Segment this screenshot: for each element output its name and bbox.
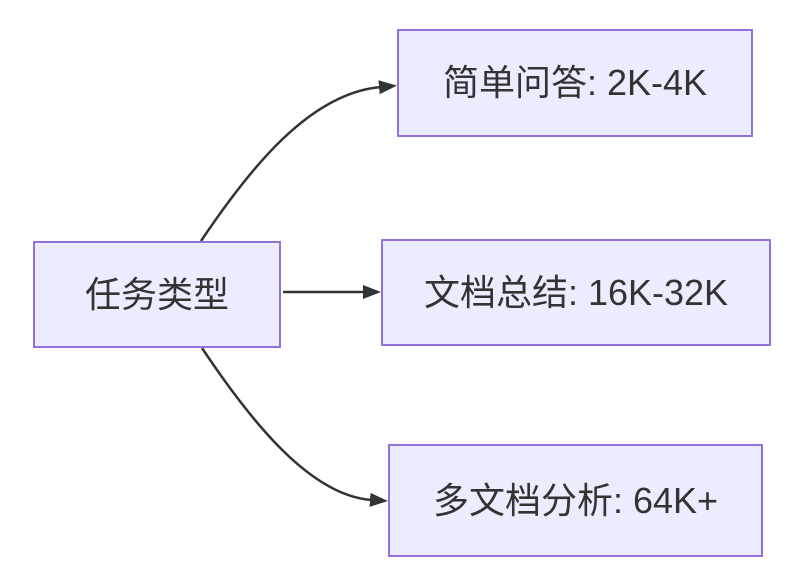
node-multi-doc-label: 多文档分析: 64K+ (432, 479, 719, 521)
node-simple-qa: 简单问答: 2K-4K (397, 29, 753, 137)
node-simple-qa-label: 简单问答: 2K-4K (442, 62, 708, 104)
edge-task-to-simple-qa (199, 80, 397, 242)
edge-task-to-multi-doc (200, 347, 388, 507)
node-doc-summary-label: 文档总结: 16K-32K (423, 271, 729, 313)
node-task-type-label: 任务类型 (84, 273, 229, 315)
node-multi-doc: 多文档分析: 64K+ (388, 444, 763, 557)
node-task-type: 任务类型 (33, 241, 281, 348)
node-doc-summary: 文档总结: 16K-32K (381, 239, 771, 346)
